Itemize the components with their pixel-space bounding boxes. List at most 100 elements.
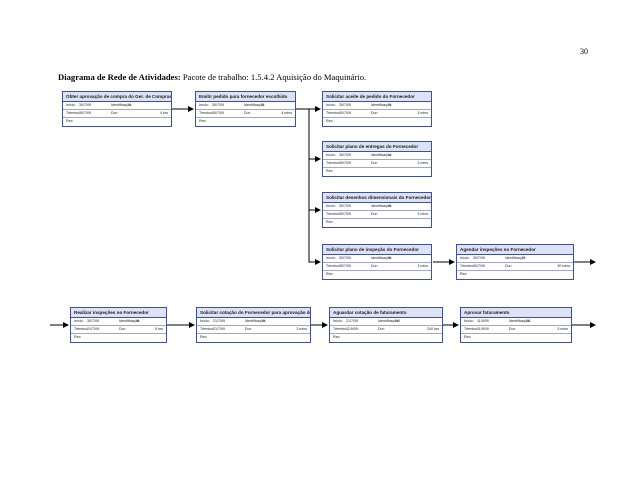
node-duration: 4 hrs bbox=[160, 111, 168, 115]
activity-node-6: Solicitar plano de inspeção do Fornecedo… bbox=[322, 244, 432, 280]
node-id: 7 bbox=[523, 256, 525, 260]
node-title: Aguardar cotação de faturamento bbox=[330, 308, 442, 318]
node-id: 2 bbox=[262, 103, 264, 107]
start-date: 30/7/09 bbox=[212, 103, 224, 107]
node-id: 11 bbox=[527, 319, 531, 323]
end-label: Término: bbox=[460, 264, 475, 268]
caption-label: Diagrama de Rede de Atividades: bbox=[58, 72, 181, 82]
start-date: 30/7/09 bbox=[339, 103, 351, 107]
start-date: 30/7/09 bbox=[473, 256, 485, 260]
node-title: Solicitar plano de inspeção do Fornecedo… bbox=[323, 245, 431, 255]
dur-label: Dur: bbox=[245, 327, 252, 331]
start-label: Início: bbox=[66, 103, 76, 107]
id-label: Identificação: bbox=[371, 153, 393, 157]
end-label: Término: bbox=[326, 212, 341, 216]
start-date: 30/7/09 bbox=[79, 103, 91, 107]
node-id: 9 bbox=[263, 319, 265, 323]
activity-node-5: Solicitar desenhos dimensionais do Forne… bbox=[322, 192, 432, 228]
end-label: Término: bbox=[464, 327, 479, 331]
node-duration: 3 mins bbox=[417, 111, 428, 115]
rec-label: Rec: bbox=[326, 169, 334, 173]
activity-node-9: Solicitar cotação do Fornecedor para apr… bbox=[196, 307, 311, 343]
dur-label: Dur: bbox=[371, 264, 378, 268]
activity-node-1: Obter aprovação de compra do Ger. de Com… bbox=[62, 91, 172, 127]
id-label: Identificação: bbox=[244, 103, 266, 107]
end-label: Término: bbox=[199, 111, 214, 115]
node-duration: 3 mins bbox=[557, 327, 568, 331]
end-label: Término: bbox=[326, 111, 341, 115]
node-resource-row: Rec: bbox=[323, 219, 431, 226]
end-label: Término: bbox=[326, 264, 341, 268]
node-resource-row: Rec: bbox=[63, 118, 171, 125]
node-resource-row: Rec: bbox=[196, 118, 295, 125]
arrow-2-5 bbox=[308, 159, 321, 213]
node-start-row: Início:30/7/09 Identificação:4 bbox=[323, 152, 431, 160]
id-label: Identificação: bbox=[371, 103, 393, 107]
node-title: Obter aprovação de compra do Ger. de Com… bbox=[63, 92, 171, 102]
node-resource-row: Rec: bbox=[71, 334, 166, 341]
end-label: Término: bbox=[333, 327, 348, 331]
rec-label: Rec: bbox=[199, 119, 207, 123]
node-duration: 5 hrs bbox=[155, 327, 163, 331]
start-date: 30/7/09 bbox=[339, 153, 351, 157]
node-title: Realizar inspeções no Fornecedor bbox=[71, 308, 166, 318]
node-duration: 3 mins bbox=[417, 161, 428, 165]
end-date: 30/7/09 bbox=[339, 212, 351, 216]
node-id: 4 bbox=[389, 153, 391, 157]
node-duration: 4 mins bbox=[281, 111, 292, 115]
node-id: 5 bbox=[389, 204, 391, 208]
end-label: Término: bbox=[200, 327, 215, 331]
end-label: Término: bbox=[326, 161, 341, 165]
node-title: Solicitar cotação do Fornecedor para apr… bbox=[197, 308, 310, 318]
id-label: Identificação: bbox=[111, 103, 133, 107]
node-title: Agendar inspeções no Fornecedor bbox=[457, 245, 573, 255]
start-date: 30/7/09 bbox=[87, 319, 99, 323]
end-date: 30/7/09 bbox=[339, 111, 351, 115]
dur-label: Dur: bbox=[378, 327, 385, 331]
node-duration: 3 mins bbox=[296, 327, 307, 331]
node-end-row: Término:30/7/09 Dur: 3 mins bbox=[323, 211, 431, 219]
start-label: Início: bbox=[199, 103, 209, 107]
node-duration: 3 mins bbox=[417, 212, 428, 216]
rec-label: Rec: bbox=[326, 272, 334, 276]
dur-label: Dur: bbox=[371, 212, 378, 216]
node-resource-row: Rec: bbox=[457, 271, 573, 278]
node-resource-row: Rec: bbox=[323, 168, 431, 175]
end-date: 30/7/09 bbox=[79, 111, 91, 115]
caption-text: Pacote de trabalho: 1.5.4.2 Aquisição do… bbox=[180, 72, 367, 82]
node-resource-row: Rec: bbox=[323, 118, 431, 125]
dur-label: Dur: bbox=[111, 111, 118, 115]
start-date: 30/7/09 bbox=[339, 256, 351, 260]
id-label: Identificação: bbox=[371, 204, 393, 208]
figure-caption: Diagrama de Rede de Atividades: Pacote d… bbox=[58, 72, 366, 82]
start-label: Início: bbox=[326, 204, 336, 208]
activity-node-4: Solicitar plano de entregas do Fornecedo… bbox=[322, 141, 432, 177]
start-label: Início: bbox=[326, 153, 336, 157]
activity-node-3: Solicitar aceite de pedido do Fornecedor… bbox=[322, 91, 432, 127]
id-label: Identificação: bbox=[245, 319, 267, 323]
arrow-2-4 bbox=[308, 109, 321, 162]
dur-label: Dur: bbox=[119, 327, 126, 331]
start-label: Início: bbox=[326, 103, 336, 107]
end-date: 11/9/09 bbox=[346, 327, 358, 331]
start-label: Início: bbox=[333, 319, 343, 323]
rec-label: Rec: bbox=[66, 119, 74, 123]
id-label: Identificação: bbox=[119, 319, 141, 323]
node-id: 6 bbox=[389, 256, 391, 260]
start-date: 21/7/09 bbox=[346, 319, 358, 323]
id-label: Identificação: bbox=[505, 256, 527, 260]
